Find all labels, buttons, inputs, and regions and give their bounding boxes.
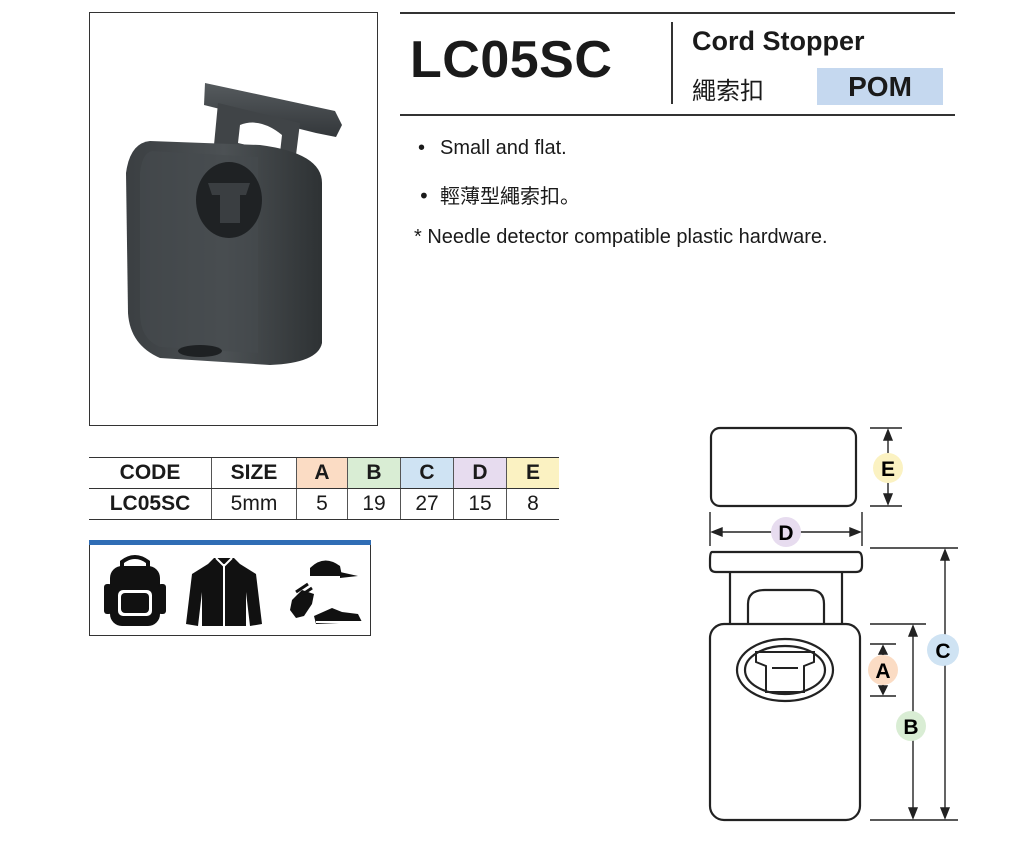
drawing-stem xyxy=(728,572,844,624)
material-badge: POM xyxy=(817,68,943,105)
spec-cell-code: LC05SC xyxy=(89,488,212,520)
dim-label-a: A xyxy=(868,655,898,685)
spec-cell-b: 19 xyxy=(347,488,401,520)
header-divider xyxy=(671,22,673,104)
drawing-cap xyxy=(708,550,864,574)
product-name-zh: 繩索扣 xyxy=(692,77,764,105)
drawing-top-view xyxy=(709,426,858,508)
technical-drawing: E D C A B xyxy=(708,426,959,822)
spec-header-row: CODE SIZE A B C D E xyxy=(89,457,559,489)
spec-cell-e: 8 xyxy=(506,488,559,520)
dim-label-c: C xyxy=(927,634,959,666)
spec-header-b: B xyxy=(347,457,401,489)
bullet-dot: • xyxy=(418,137,426,159)
spec-cell-c: 27 xyxy=(400,488,454,520)
spec-cell-a: 5 xyxy=(296,488,348,520)
svg-text:B: B xyxy=(903,716,918,739)
svg-text:E: E xyxy=(881,458,895,481)
drawing-stem-hole xyxy=(746,588,826,624)
svg-text:A: A xyxy=(875,660,890,683)
spec-data-row: LC05SC 5mm 5 19 27 15 8 xyxy=(89,488,559,520)
backpack-icon xyxy=(104,555,166,626)
spec-header-c: C xyxy=(400,457,454,489)
feature-bullet: • Small and flat. xyxy=(418,137,567,160)
dim-label-e: E xyxy=(873,453,903,483)
cord-stopper-photo xyxy=(126,83,342,365)
feature-bullet: • 輕薄型繩索扣。 xyxy=(418,180,580,209)
applications-box xyxy=(89,540,371,636)
dim-label-b: B xyxy=(896,711,926,741)
feature-text: 輕薄型繩索扣。 xyxy=(440,184,580,208)
svg-text:D: D xyxy=(778,522,793,545)
applications-accent-bar xyxy=(89,540,371,545)
header-top-rule xyxy=(400,12,955,14)
spec-header-size: SIZE xyxy=(211,457,297,489)
spec-header-d: D xyxy=(453,457,507,489)
spec-table: CODE SIZE A B C D E LC05SC 5mm 5 19 27 1… xyxy=(89,457,559,520)
dim-label-d: D xyxy=(771,517,801,547)
spec-header-a: A xyxy=(296,457,348,489)
feature-text: Small and flat. xyxy=(440,137,567,159)
spec-header-e: E xyxy=(506,457,559,489)
header-bottom-rule xyxy=(400,114,955,116)
drawing-body xyxy=(708,622,862,822)
model-code: LC05SC xyxy=(410,31,613,89)
bullet-dot: • xyxy=(418,184,430,208)
product-photo-frame xyxy=(89,12,378,426)
jacket-icon xyxy=(186,557,262,626)
drawing-body-hole xyxy=(735,637,835,703)
cap-glove-shoe-icon xyxy=(290,560,362,624)
svg-text:C: C xyxy=(935,640,950,663)
feature-note: * Needle detector compatible plastic har… xyxy=(414,226,828,248)
product-name-en: Cord Stopper xyxy=(692,26,865,56)
spec-header-code: CODE xyxy=(89,457,212,489)
spec-cell-d: 15 xyxy=(453,488,507,520)
spec-cell-size: 5mm xyxy=(211,488,297,520)
